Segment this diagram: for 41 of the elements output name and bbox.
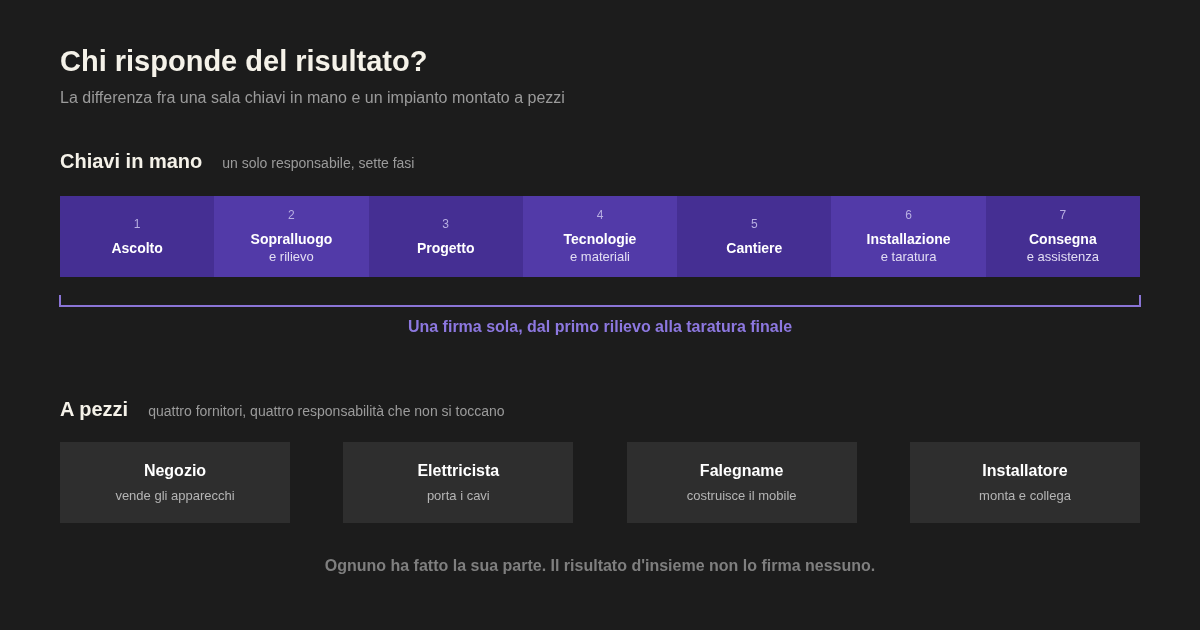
step-number: 7	[1059, 208, 1067, 222]
step-title: Consegna	[1029, 230, 1097, 248]
step-number: 5	[750, 216, 758, 231]
card-description: monta e collega	[979, 487, 1071, 504]
step-panel	[60, 196, 215, 277]
step-number: 6	[905, 208, 912, 222]
step-subtitle: e rilievo	[269, 248, 314, 265]
step-title: Ascolto	[111, 238, 163, 257]
step-title: Tecnologie	[563, 230, 637, 248]
card-description: costruisce il mobile	[686, 487, 797, 504]
section-heading: Chiavi in mano	[60, 150, 203, 173]
step-panel	[831, 196, 986, 277]
card-description: porta i cavi	[426, 487, 490, 504]
step-panel	[985, 196, 1140, 277]
step-subtitle: e assistenza	[1026, 248, 1099, 265]
step-subtitle: e taratura	[880, 248, 937, 265]
section-heading: A pezzi	[60, 398, 129, 421]
step-number: 3	[442, 216, 450, 231]
step-number: 4	[596, 208, 604, 222]
section-note: un solo responsabile, sette fasi	[222, 155, 415, 171]
step-title: Cantiere	[726, 238, 783, 257]
card-title: Falegname	[699, 461, 784, 481]
step-number: 1	[133, 216, 141, 231]
step-title: Installazione	[866, 230, 951, 248]
subtitle: La differenza fra una sala chiavi in mano e un impianto montato a pezzi	[60, 88, 565, 108]
section-note: quattro fornitori, quattro responsabilità che non si toccano	[148, 403, 505, 419]
step-title: Progetto	[416, 238, 475, 257]
card-description: vende gli apparecchi	[115, 487, 235, 504]
bracket-caption: Una firma sola, dal primo rilievo alla taratura finale	[406, 318, 794, 336]
step-number: 2	[288, 208, 295, 222]
step-panel	[368, 196, 523, 277]
step-title: Sopralluogo	[250, 230, 333, 248]
step-panel	[214, 196, 369, 277]
card-title: Elettricista	[417, 461, 500, 481]
step-panel	[522, 196, 678, 277]
page-title: Chi risponde del risultato?	[60, 44, 428, 78]
footer-note: Ognuno ha fatto la sua parte. Il risultato d'insieme non lo firma nessuno.	[323, 557, 877, 575]
card-title: Negozio	[143, 461, 207, 481]
step-subtitle: e materiali	[570, 248, 630, 265]
card-title: Installatore	[982, 461, 1068, 481]
step-panel	[677, 196, 832, 277]
